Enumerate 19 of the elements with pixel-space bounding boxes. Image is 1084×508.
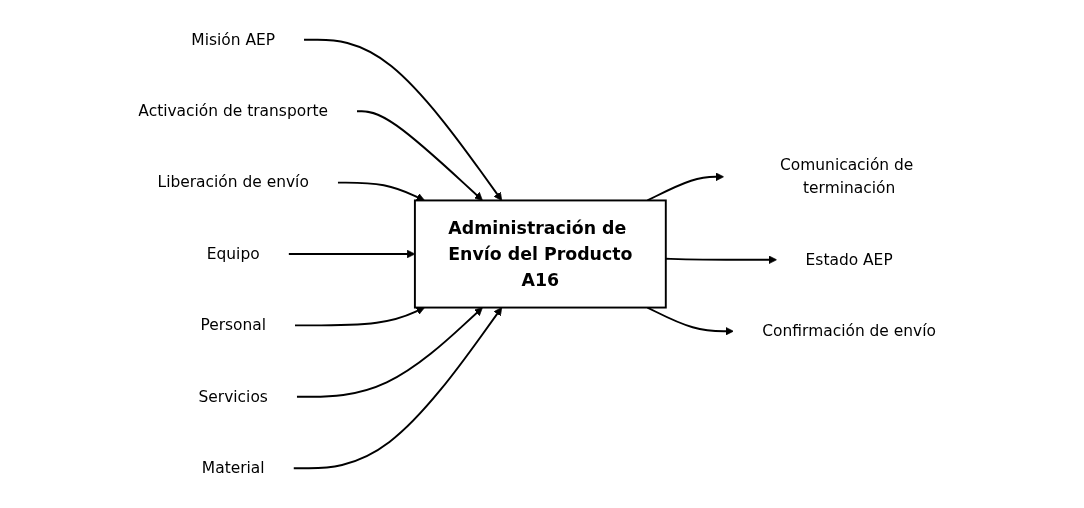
node-text: Comunicación de terminación bbox=[780, 155, 914, 198]
node-text: Material bbox=[201, 458, 265, 477]
arrow bbox=[646, 306, 734, 336]
arrow bbox=[646, 172, 725, 202]
arrow bbox=[292, 307, 503, 470]
node-text: Estado AEP bbox=[805, 250, 893, 269]
arrow bbox=[356, 110, 483, 201]
node-text: Servicios bbox=[198, 387, 268, 406]
node-text: Activación de transporte bbox=[138, 101, 329, 120]
node-text: Confirmación de envío bbox=[762, 321, 936, 340]
node-text: Misión AEP bbox=[191, 30, 276, 49]
arrow bbox=[303, 38, 503, 201]
node-text: Personal bbox=[200, 315, 267, 335]
arrow bbox=[336, 181, 425, 202]
node-text: Equipo bbox=[206, 244, 260, 263]
arrow bbox=[295, 307, 483, 398]
node-text: Liberación de envío bbox=[157, 172, 309, 192]
node-box: Administración de Envío del Producto A16 bbox=[413, 199, 667, 309]
arrow bbox=[294, 306, 425, 327]
